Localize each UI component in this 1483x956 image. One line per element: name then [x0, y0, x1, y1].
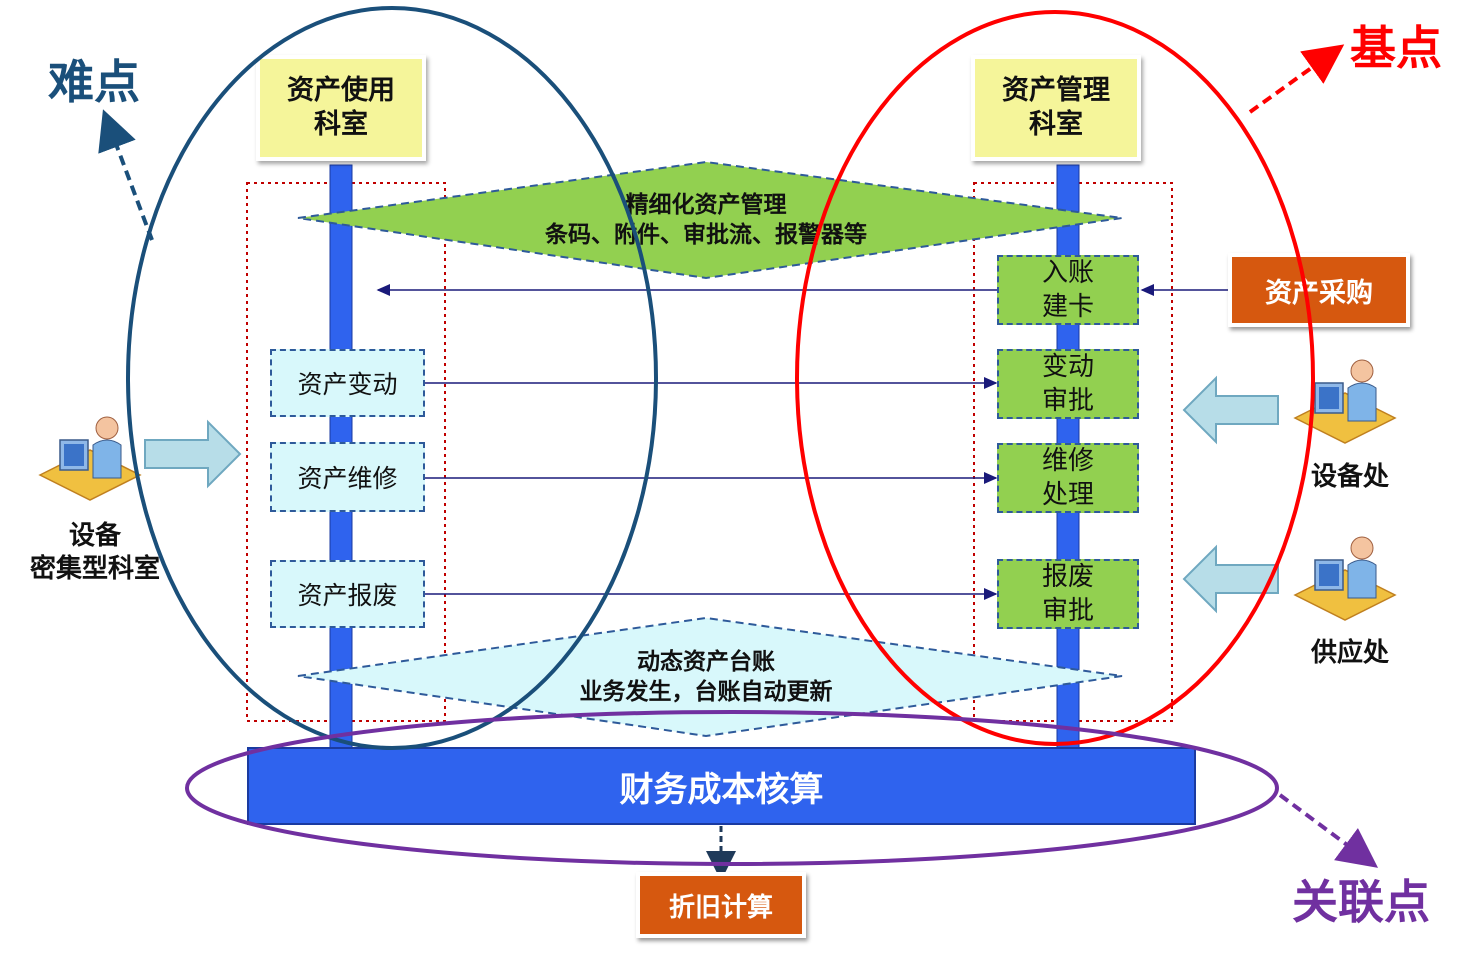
bottom-diamond-text: 动态资产台账 业务发生，台账自动更新	[480, 647, 932, 707]
left-actor-label: 设备 密集型科室	[29, 521, 160, 584]
depreciation-box[interactable]: 折旧计算	[636, 872, 806, 938]
top-diamond-text: 精细化资产管理 条码、附件、审批流、报警器等	[480, 190, 932, 250]
link-label: 关联点	[1292, 875, 1430, 929]
action-change-approval[interactable]: 变动 审批	[997, 349, 1139, 419]
base-label: 基点	[1350, 21, 1442, 75]
block-arrow-left-actor	[144, 419, 242, 489]
supply-actor-icon	[1293, 536, 1397, 621]
action-asset-scrap[interactable]: 资产报废	[270, 560, 425, 628]
difficulty-label: 难点	[48, 55, 140, 109]
top-diamond-line1: 精细化资产管理	[625, 192, 787, 218]
equipment-actor-icon	[1293, 359, 1397, 444]
block-arrow-supply	[1182, 544, 1279, 614]
action-repair-process[interactable]: 维修 处理	[997, 443, 1139, 513]
asset-mgmt-department: 资产管理 科室	[971, 55, 1141, 161]
action-asset-repair[interactable]: 资产维修	[270, 442, 425, 512]
asset-use-department: 资产使用 科室	[256, 55, 426, 161]
bottom-diamond-line2: 业务发生，台账自动更新	[579, 679, 833, 705]
top-diamond-line2: 条码、附件、审批流、报警器等	[545, 222, 867, 248]
bottom-diamond-line1: 动态资产台账	[637, 649, 775, 675]
left-actor-icon	[38, 416, 142, 501]
action-scrap-approval[interactable]: 报废 审批	[997, 559, 1139, 629]
equipment-actor-label: 设备处	[1310, 462, 1389, 492]
supply-actor-label: 供应处	[1310, 638, 1389, 668]
procurement-box[interactable]: 资产采购	[1228, 253, 1410, 327]
block-arrow-equipment	[1182, 375, 1279, 445]
action-asset-change[interactable]: 资产变动	[270, 349, 425, 417]
action-entry-card[interactable]: 入账 建卡	[997, 255, 1139, 325]
finance-bar[interactable]: 财务成本核算	[247, 747, 1196, 825]
